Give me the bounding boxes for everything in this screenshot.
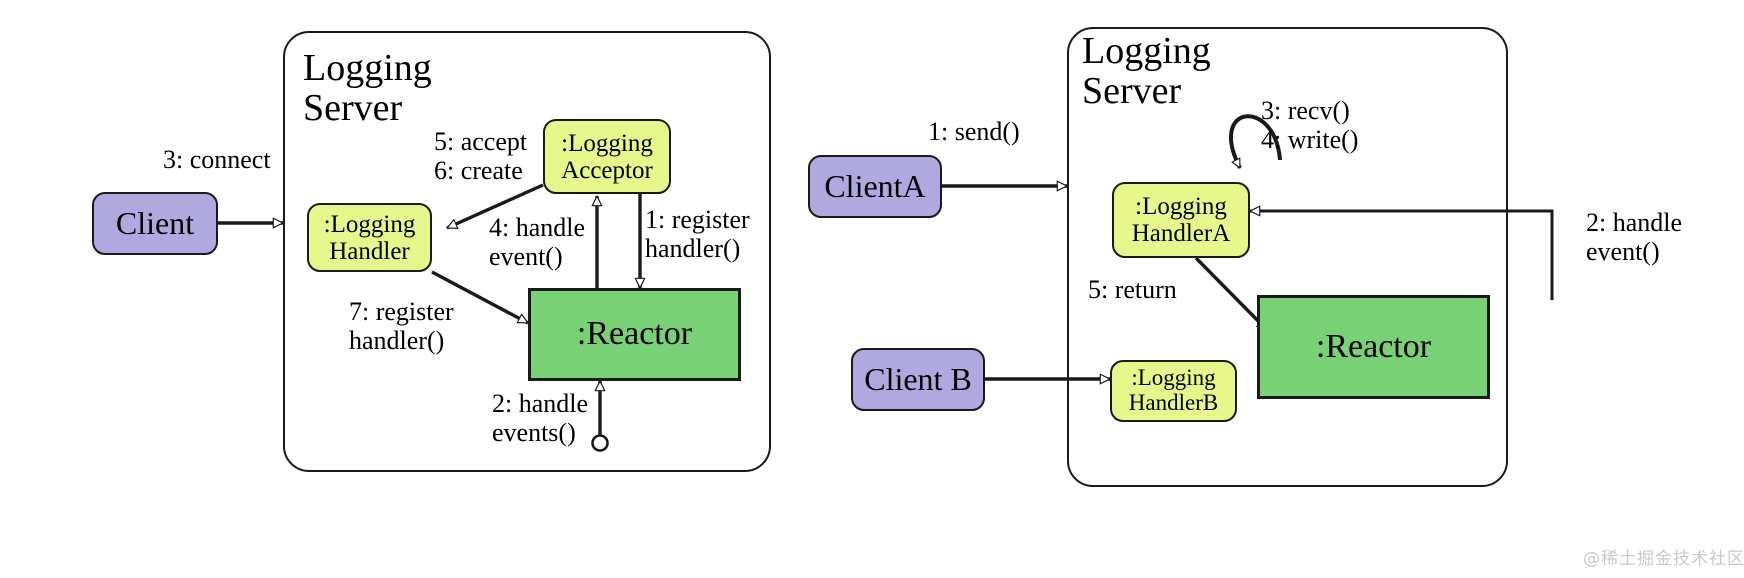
- node-reactor-right[interactable]: :Reactor: [1257, 295, 1490, 399]
- site-watermark: @稀土掘金技术社区: [1583, 549, 1744, 569]
- node-logging-acceptor[interactable]: :Logging Acceptor: [543, 119, 671, 194]
- node-client-label: Client: [115, 205, 195, 242]
- node-logging-handler-line2: Handler: [329, 237, 410, 265]
- node-client[interactable]: Client: [92, 192, 218, 255]
- label-1-send: 1: send(): [928, 117, 1020, 146]
- node-logging-handler-a[interactable]: :Logging HandlerA: [1112, 182, 1250, 258]
- left-logging-server-frame: [283, 31, 771, 472]
- label-2-handle-events: 2: handle events(): [492, 389, 589, 448]
- node-logging-acceptor-line1: :Logging: [561, 129, 653, 157]
- label-3-connect: 3: connect: [163, 145, 271, 174]
- node-logging-acceptor-line2: Acceptor: [561, 156, 653, 184]
- label-5-return: 5: return: [1088, 275, 1177, 304]
- left-server-title: Logging Server: [303, 47, 432, 130]
- label-3-recv-4-write: 3: recv() 4: write(): [1261, 96, 1359, 155]
- node-logging-handler-b[interactable]: :Logging HandlerB: [1110, 360, 1237, 422]
- label-7-register-handler: 7: register handler(): [349, 297, 454, 356]
- label-1-register-handler: 1: register handler(): [645, 205, 750, 264]
- node-client-a[interactable]: ClientA: [808, 155, 942, 218]
- node-reactor-right-label: :Reactor: [1315, 327, 1432, 365]
- node-client-a-label: ClientA: [824, 168, 926, 205]
- node-reactor-left-label: :Reactor: [576, 315, 693, 353]
- right-logging-server-frame: [1067, 27, 1508, 487]
- node-logging-handler-a-line2: HandlerA: [1131, 220, 1231, 247]
- node-logging-handler-line1: :Logging: [323, 210, 416, 238]
- node-client-b-label: Client B: [864, 361, 972, 398]
- label-2-handle-event: 2: handle event(): [1586, 208, 1683, 267]
- node-logging-handler-b-line1: :Logging: [1131, 365, 1216, 391]
- label-4-handle-event: 4: handle event(): [489, 213, 586, 272]
- node-logging-handler[interactable]: :Logging Handler: [307, 203, 432, 272]
- node-reactor-left[interactable]: :Reactor: [528, 288, 741, 381]
- label-5-accept-6-create: 5: accept 6: create: [434, 127, 528, 186]
- node-logging-handler-b-line2: HandlerB: [1128, 390, 1219, 415]
- node-client-b[interactable]: Client B: [851, 348, 985, 411]
- right-server-title: Logging Server: [1082, 30, 1211, 113]
- node-logging-handler-a-line1: :Logging: [1135, 193, 1227, 220]
